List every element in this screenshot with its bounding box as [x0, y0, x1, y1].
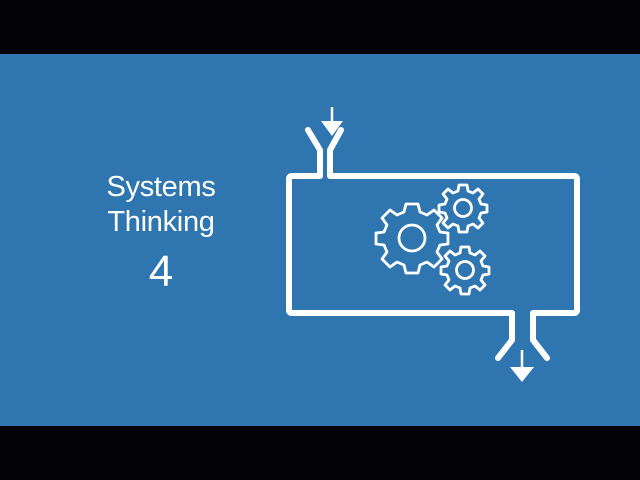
letterbox-bottom [0, 426, 640, 480]
title-block: Systems Thinking 4 [80, 170, 242, 298]
large-gear-icon [374, 202, 450, 275]
title-line-systems: Systems [106, 171, 216, 203]
letterbox-top [0, 0, 640, 54]
episode-number: 4 [148, 247, 174, 296]
small-gear-top-icon [437, 183, 489, 234]
input-arrow-icon [321, 107, 343, 136]
slide: Systems Thinking 4 [0, 54, 640, 426]
small-gear-bottom-icon [439, 245, 491, 296]
system-box [286, 127, 580, 361]
output-arrow-icon [510, 350, 534, 382]
title-line-thinking: Thinking [107, 206, 215, 238]
system-diagram [286, 107, 580, 382]
